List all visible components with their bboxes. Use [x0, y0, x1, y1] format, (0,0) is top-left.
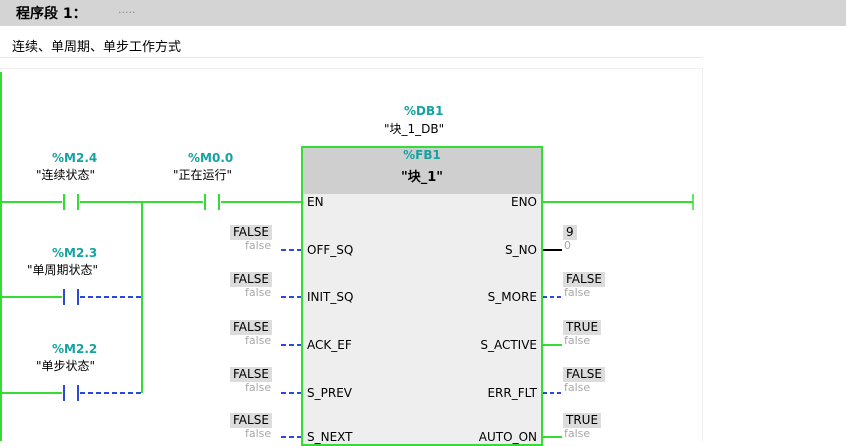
monitor-value-s-no: 9 — [563, 225, 577, 240]
pin-init-sq[interactable]: INIT_SQ — [307, 290, 354, 304]
contact-m2-4-tag: "连续状态" — [36, 168, 96, 182]
contact-m2-2-tag: "单步状态" — [36, 359, 96, 373]
pin-s-prev[interactable]: S_PREV — [307, 386, 352, 400]
monitor-value-ack-ef: FALSE — [230, 320, 272, 335]
monitor-value-off-sq: FALSE — [230, 225, 272, 240]
pin-s-no[interactable]: S_NO — [504, 243, 537, 257]
param-off-sq[interactable]: false — [245, 239, 272, 252]
contact-m2-2-address: %M2.2 — [52, 342, 98, 356]
param-init-sq[interactable]: false — [245, 286, 272, 299]
pin-eno[interactable]: ENO — [510, 195, 537, 209]
pin-auto-on[interactable]: AUTO_ON — [478, 430, 537, 444]
instance-db-tag: "块_1_DB" — [384, 122, 445, 136]
instance-db-address: %DB1 — [404, 104, 444, 118]
monitor-value-init-sq: FALSE — [230, 272, 272, 287]
monitor-value-err-flt: FALSE — [563, 367, 605, 382]
pin-ack-ef[interactable]: ACK_EF — [307, 338, 352, 352]
contact-m2-3[interactable] — [63, 289, 79, 305]
function-block[interactable]: %FB1 "块_1" — [301, 146, 543, 446]
contact-m0-0[interactable] — [204, 194, 220, 210]
param-auto-on[interactable]: false — [564, 427, 591, 440]
ladder-network-area[interactable] — [0, 68, 703, 441]
network-title-placeholder[interactable]: ..... — [118, 3, 136, 16]
pin-en[interactable]: EN — [307, 195, 324, 209]
contact-m0-0-tag: "正在运行" — [173, 168, 233, 182]
param-s-next[interactable]: false — [245, 427, 272, 440]
comment-divider — [0, 57, 703, 58]
function-block-name: "块_1" — [400, 170, 444, 185]
function-block-address: %FB1 — [403, 148, 441, 162]
param-s-more[interactable]: false — [564, 286, 591, 299]
network-header[interactable]: 程序段 1： ..... — [0, 0, 846, 26]
param-s-active[interactable]: false — [564, 334, 591, 347]
param-s-prev[interactable]: false — [245, 381, 272, 394]
contact-m0-0-address: %M0.0 — [188, 151, 234, 165]
contact-m2-3-address: %M2.3 — [52, 246, 98, 260]
function-block-header: %FB1 "块_1" — [303, 148, 541, 194]
network-title: 程序段 1： — [16, 6, 87, 22]
pin-s-active[interactable]: S_ACTIVE — [480, 338, 537, 352]
pin-err-flt[interactable]: ERR_FLT — [487, 386, 537, 400]
pin-s-next[interactable]: S_NEXT — [307, 430, 353, 444]
param-ack-ef[interactable]: false — [245, 334, 272, 347]
contact-m2-4-address: %M2.4 — [52, 151, 98, 165]
monitor-value-s-prev: FALSE — [230, 367, 272, 382]
monitor-value-s-active: TRUE — [563, 320, 602, 335]
contact-m2-4[interactable] — [63, 194, 79, 210]
network-comment[interactable]: 连续、单周期、单步工作方式 — [12, 40, 182, 55]
monitor-value-s-more: FALSE — [563, 272, 605, 287]
pin-s-more[interactable]: S_MORE — [487, 290, 537, 304]
param-err-flt[interactable]: false — [564, 381, 591, 394]
param-s-no[interactable]: 0 — [564, 239, 571, 252]
pin-off-sq[interactable]: OFF_SQ — [307, 243, 354, 257]
contact-m2-2[interactable] — [63, 385, 79, 401]
monitor-value-auto-on: TRUE — [563, 413, 602, 428]
contact-m2-3-tag: "单周期状态" — [27, 263, 99, 277]
monitor-value-s-next: FALSE — [230, 413, 272, 428]
